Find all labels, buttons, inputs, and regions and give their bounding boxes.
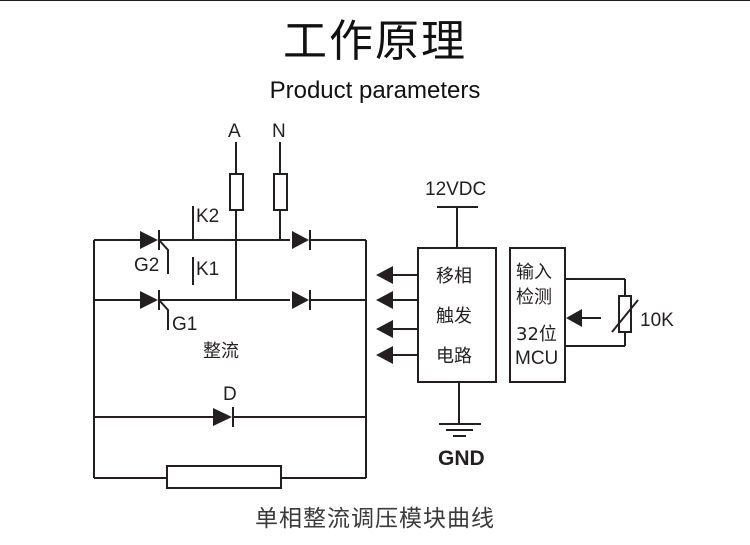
ground-icon <box>439 382 481 437</box>
rectifier-frame <box>93 239 367 478</box>
page-title: 工作原理 <box>283 16 467 67</box>
wiper-arrow-icon <box>566 309 601 327</box>
mcu-text-4: MCU <box>515 348 558 369</box>
diagram-caption: 单相整流调压模块曲线 <box>255 506 495 532</box>
potentiometer-icon <box>611 295 639 333</box>
load-resistor-icon <box>94 465 366 489</box>
mcu-block <box>509 247 566 383</box>
diode-top-right-icon <box>292 230 311 250</box>
freewheel-diode-icon <box>94 407 366 427</box>
potentiometer-label: 10K <box>640 310 674 331</box>
rectifier-label: 整流 <box>203 341 239 362</box>
page-subtitle: Product parameters <box>269 77 481 104</box>
terminal-a-label: A <box>228 121 241 142</box>
k2-label: K2 <box>196 206 219 227</box>
g1-label: G1 <box>172 314 197 335</box>
mcu-text-2: 检测 <box>516 287 552 308</box>
top-border-line <box>0 0 750 1</box>
thyristor-g1-icon <box>140 290 169 330</box>
terminal-n-fuse <box>273 142 288 240</box>
k1-label: K1 <box>196 259 219 280</box>
terminal-a-fuse <box>229 142 244 240</box>
trigger-text-2: 触发 <box>436 306 472 327</box>
ground-label: GND <box>438 447 485 470</box>
diode-d-label: D <box>223 384 237 405</box>
mcu-text-1: 输入 <box>516 262 552 283</box>
diode-bottom-right-icon <box>292 290 311 310</box>
thyristor-g2-icon <box>140 230 169 274</box>
supply-label: 12VDC <box>425 179 486 200</box>
trigger-text-3: 电路 <box>436 346 472 367</box>
phase-trigger-block <box>417 247 497 383</box>
potentiometer-wiring <box>565 278 626 347</box>
terminal-n-label: N <box>272 121 286 142</box>
mcu-text-3: 32位 <box>516 324 557 345</box>
g2-label: G2 <box>134 255 159 276</box>
trigger-text-1: 移相 <box>436 266 472 287</box>
trigger-output-arrows <box>376 266 418 364</box>
